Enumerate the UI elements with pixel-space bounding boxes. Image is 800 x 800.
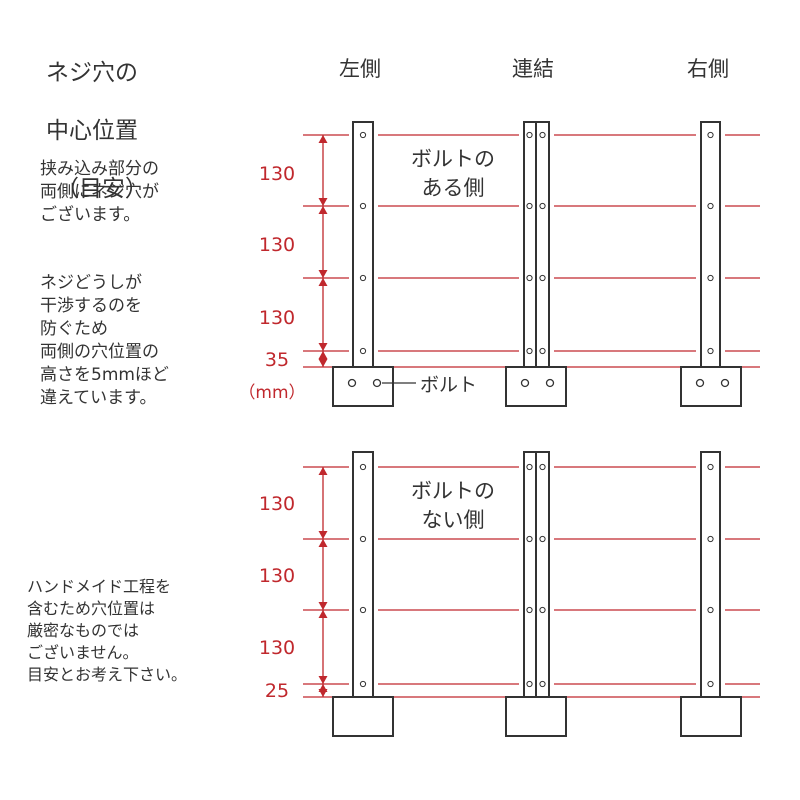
- center-post-a: [523, 121, 537, 368]
- center-post-b: [535, 451, 550, 698]
- screw-hole: [539, 606, 546, 614]
- arrow-down-icon: [318, 531, 328, 539]
- left-post: [352, 121, 374, 368]
- top-dim-3: 130: [259, 307, 295, 329]
- arrow-down-icon: [318, 198, 328, 206]
- bottom-label-line-2: ない側: [422, 508, 485, 532]
- top-dim-4: 35: [265, 349, 289, 371]
- screw-hole: [526, 131, 533, 139]
- diagram-title: ネジ穴の 中心位置 （目安）: [46, 30, 148, 233]
- right-post: [700, 121, 721, 368]
- screw-hole: [707, 606, 714, 614]
- screw-hole: [359, 606, 367, 614]
- right-post: [700, 451, 721, 698]
- bolt-label: ボルト: [420, 374, 477, 396]
- top-dim-1: 130: [259, 163, 295, 185]
- screw-hole: [526, 202, 533, 210]
- arrow-up-icon: [318, 467, 328, 475]
- bolt-icon: [695, 378, 705, 388]
- arrow-down-icon: [318, 359, 328, 367]
- screw-hole: [539, 274, 546, 282]
- screw-hole: [707, 202, 714, 210]
- arrow-up-icon: [318, 278, 328, 286]
- screw-hole: [707, 131, 714, 139]
- screw-hole: [526, 274, 533, 282]
- screw-hole: [359, 535, 367, 543]
- left-post: [352, 451, 374, 698]
- screw-hole: [539, 202, 546, 210]
- screw-hole: [359, 680, 367, 688]
- screw-hole: [526, 347, 533, 355]
- note-hole-offset: ネジどうしが 干渉するのを 防ぐため 両側の穴位置の 高さを5mmほど 違えてい…: [40, 273, 169, 408]
- screw-hole: [526, 463, 533, 471]
- screw-hole: [707, 535, 714, 543]
- screw-hole: [359, 131, 367, 139]
- screw-hole: [539, 347, 546, 355]
- bottom-dim-2: 130: [259, 565, 295, 587]
- screw-hole: [707, 463, 714, 471]
- arrow-up-icon: [318, 610, 328, 618]
- screw-hole: [359, 274, 367, 282]
- screw-hole: [539, 131, 546, 139]
- bolt-icon: [372, 378, 382, 388]
- bottom-dim-3: 130: [259, 637, 295, 659]
- screw-hole: [707, 274, 714, 282]
- post-base: [680, 366, 742, 407]
- arrow-down-icon: [318, 602, 328, 610]
- screw-hole: [526, 606, 533, 614]
- post-base: [505, 696, 567, 737]
- arrow-down-icon: [318, 343, 328, 351]
- arrow-up-icon: [318, 206, 328, 214]
- center-post-b: [535, 121, 550, 368]
- unit-label: （mm）: [238, 383, 305, 403]
- screw-hole: [526, 535, 533, 543]
- note-holes-both-sides: 挟み込み部分の 両側にネジ穴が ございます。: [40, 159, 159, 225]
- screw-hole: [539, 680, 546, 688]
- screw-hole: [359, 463, 367, 471]
- post-base: [505, 366, 567, 407]
- center-post-a: [523, 451, 537, 698]
- top-label-line-2: ある側: [422, 176, 485, 200]
- screw-hole: [526, 680, 533, 688]
- title-line-1: ネジ穴の: [46, 60, 138, 86]
- bolt-icon: [545, 378, 555, 388]
- screw-hole: [707, 680, 714, 688]
- post-base: [332, 366, 394, 407]
- bolt-icon: [347, 378, 357, 388]
- title-line-3: （目安）: [56, 176, 148, 202]
- title-line-2: 中心位置: [46, 118, 138, 144]
- column-label-center: 連結: [512, 57, 554, 81]
- post-base: [680, 696, 742, 737]
- arrow-up-icon: [318, 135, 328, 143]
- top-label-line-1: ボルトの: [411, 147, 495, 171]
- bottom-dim-1: 130: [259, 493, 295, 515]
- arrow-down-icon: [318, 689, 328, 697]
- column-label-left: 左側: [339, 57, 381, 81]
- screw-hole: [707, 347, 714, 355]
- arrow-down-icon: [318, 270, 328, 278]
- arrow-up-icon: [318, 539, 328, 547]
- bolt-icon: [720, 378, 730, 388]
- screw-hole: [539, 535, 546, 543]
- arrow-up-icon: [318, 351, 328, 359]
- bottom-dim-4: 25: [265, 680, 289, 702]
- post-base: [332, 696, 394, 737]
- arrow-down-icon: [318, 676, 328, 684]
- note-handmade: ハンドメイド工程を 含むため穴位置は 厳密なものでは ございません。 目安とお考…: [27, 577, 188, 684]
- screw-hole: [359, 347, 367, 355]
- bolt-icon: [520, 378, 530, 388]
- screw-hole: [359, 202, 367, 210]
- column-label-right: 右側: [687, 57, 729, 81]
- bottom-label-line-1: ボルトの: [411, 479, 495, 503]
- top-dim-2: 130: [259, 234, 295, 256]
- screw-hole: [539, 463, 546, 471]
